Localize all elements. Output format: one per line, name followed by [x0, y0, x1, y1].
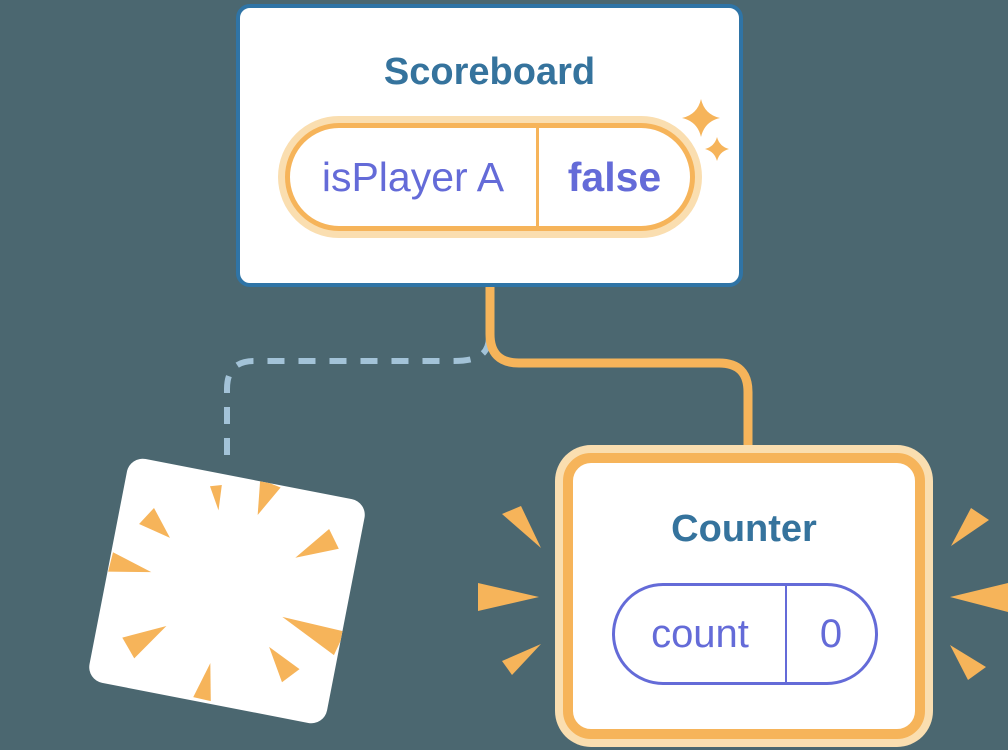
scoreboard-component-card: Scoreboard isPlayer A false	[236, 4, 743, 287]
counter-state-pill: count 0	[612, 583, 878, 685]
scoreboard-state-pill: isPlayer A false	[285, 123, 695, 231]
counter-state-value: 0	[819, 611, 843, 656]
emphasis-burst-right-icon	[950, 508, 1008, 680]
poof-burst-wedge	[122, 625, 167, 659]
emphasis-burst-left-icon	[478, 506, 541, 675]
counter-title: Counter	[671, 508, 817, 550]
counter-component-card: Counter count 0	[563, 453, 925, 739]
removed-component-poof-card	[86, 456, 368, 726]
poof-burst-wedge	[209, 484, 222, 511]
poof-burst-wedge	[257, 479, 281, 515]
scoreboard-state-label: isPlayer A	[321, 153, 505, 200]
counter-state-label: count	[651, 611, 749, 656]
pill-divider	[536, 128, 539, 226]
poof-burst-wedge	[269, 646, 300, 683]
poof-burst-wedge	[139, 507, 170, 538]
dashed-connector-removed-branch	[224, 337, 492, 461]
poof-burst-icon	[108, 479, 345, 702]
poof-burst-wedge	[282, 616, 345, 656]
scoreboard-state-value: false	[567, 153, 662, 200]
poof-burst-wedge	[108, 552, 152, 573]
sparkles-icon	[682, 99, 729, 161]
solid-connector-counter-branch	[485, 285, 753, 462]
poof-burst-wedge	[295, 528, 339, 558]
pill-divider	[785, 586, 787, 682]
scoreboard-title: Scoreboard	[383, 51, 596, 93]
poof-burst-wedge	[193, 663, 211, 702]
